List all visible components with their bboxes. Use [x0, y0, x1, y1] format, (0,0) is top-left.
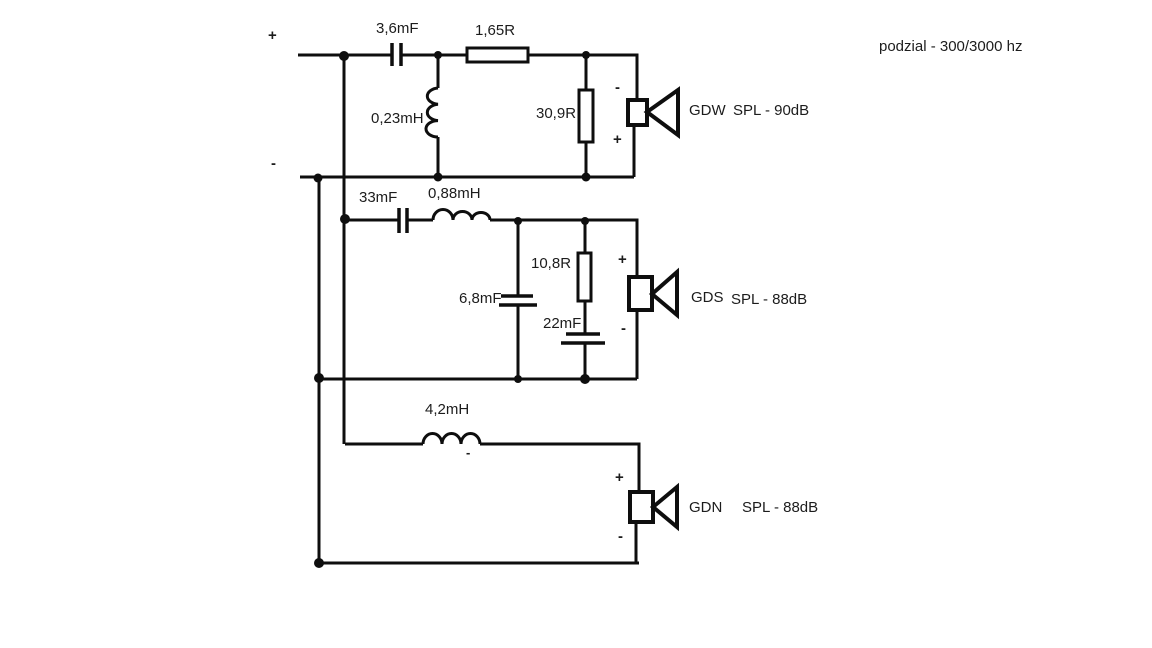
gdn-spl: SPL - 88dB	[742, 499, 819, 516]
gdw-plus-terminal: +	[613, 131, 622, 148]
label-ind-4-2mh: 4,2mH	[425, 401, 470, 418]
label-cap-22mf: 22mF	[543, 315, 582, 332]
label-res-1-65r: 1,65R	[475, 22, 516, 39]
label-cap-33mf: 33mF	[359, 189, 398, 206]
wire-bottom-2	[480, 442, 641, 492]
capacitor-6-8mf	[499, 220, 537, 379]
gds-spl: SPL - 88dB	[731, 291, 808, 308]
junction-dots	[313, 51, 591, 568]
gdn-minus-terminal: -	[618, 528, 623, 545]
speaker-gdw-icon	[626, 86, 680, 139]
label-ind-0-23mh: 0,23mH	[371, 110, 424, 127]
capacitor-3-6mf	[390, 43, 403, 66]
inductor-4-2mh	[421, 432, 482, 445]
label-cap-6-8mf: 6,8mF	[459, 290, 502, 307]
wire-top-2	[528, 53, 639, 100]
resistor-30-9r	[577, 55, 595, 177]
label-cap-3-6mf: 3,6mF	[376, 20, 419, 37]
speaker-gds-icon	[627, 267, 679, 320]
crossover-note: podzial - 300/3000 hz	[879, 38, 1023, 55]
ind-4-2mh-minus-mark: -	[466, 445, 471, 460]
gdn-plus-terminal: +	[615, 469, 624, 486]
inductor-0-23mh	[424, 55, 440, 177]
gds-minus-terminal: -	[621, 320, 626, 337]
label-ind-0-88mh: 0,88mH	[428, 185, 481, 202]
capacitor-33mf	[397, 208, 409, 233]
label-res-10-8r: 10,8R	[531, 255, 572, 272]
input-plus-sign: +	[268, 27, 277, 44]
resistor-1-65r	[465, 46, 530, 64]
wire-mid-2	[490, 218, 639, 277]
gdn-name: GDN	[689, 499, 723, 516]
gds-plus-terminal: +	[618, 251, 627, 268]
input-minus-sign: -	[271, 155, 276, 172]
inductor-0-88mh	[431, 208, 492, 221]
speaker-gdn-icon	[628, 482, 679, 532]
gdw-name: GDW	[689, 102, 726, 119]
gdw-spl: SPL - 90dB	[733, 102, 810, 119]
resistor-10-8r-with-cap-22mf	[561, 220, 605, 379]
gdw-minus-terminal: -	[615, 79, 620, 96]
label-res-30-9r: 30,9R	[536, 105, 577, 122]
gds-name: GDS	[691, 289, 724, 306]
